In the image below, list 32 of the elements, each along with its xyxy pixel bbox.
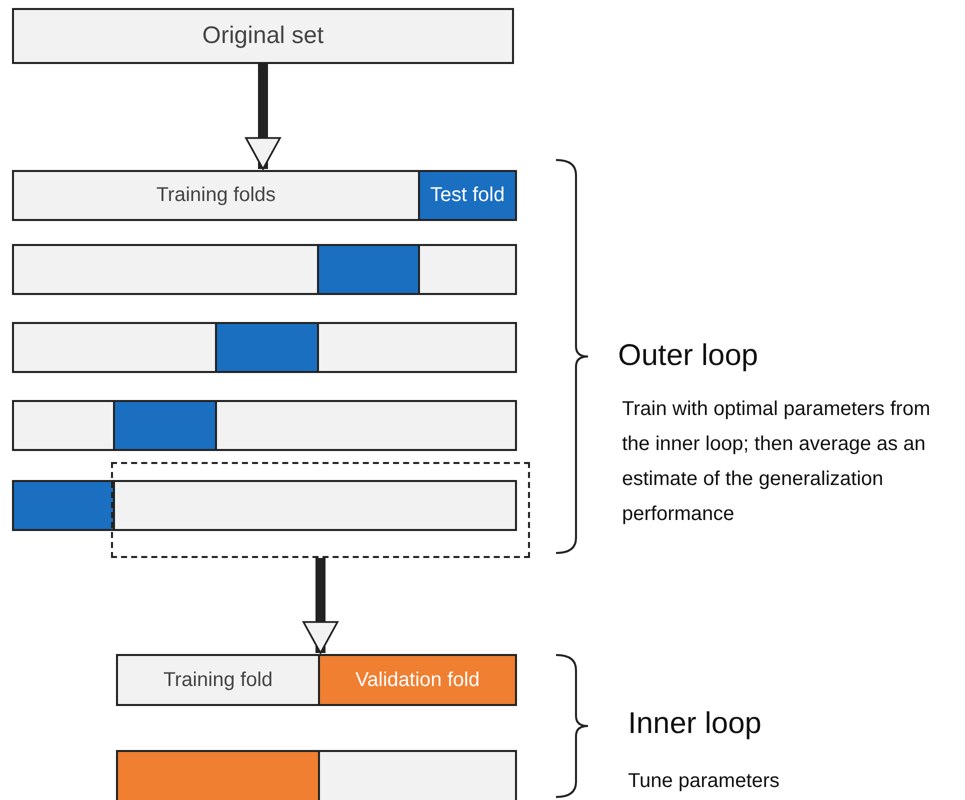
fold-segment [317,246,418,293]
fold-segment [318,752,515,800]
fold-segment [317,324,515,371]
fold-segment: Validation fold [318,656,515,704]
loop-description: Tune parameters [628,769,781,794]
fold-bar [116,654,517,706]
loop-description: Train with optimal parameters from the inner loop; then average as an estimate of the generalization performance [622,397,932,527]
fold-bar [12,244,517,295]
fold-bar [12,322,517,373]
fold-segment [215,324,317,371]
loop-title: Outer loop [618,338,760,374]
fold-segment [14,246,317,293]
fold-bar [12,480,517,531]
fold-bar [12,400,517,451]
selection-box [111,462,530,558]
fold-segment [418,246,515,293]
set-box: Original set [12,8,514,64]
fold-bar [12,170,517,221]
fold-segment [14,324,215,371]
fold-segment: Training folds [14,172,418,219]
fold-segment [14,402,113,449]
fold-segment [215,402,515,449]
fold-segment [113,482,515,529]
fold-segment: Training fold [118,656,318,704]
fold-segment [14,482,113,529]
arrow [245,64,281,170]
loop-title: Inner loop [628,706,762,742]
fold-segment: Test fold [418,172,515,219]
arrow [302,558,338,654]
fold-segment [113,402,215,449]
fold-bar [116,750,517,800]
fold-segment [118,752,318,800]
